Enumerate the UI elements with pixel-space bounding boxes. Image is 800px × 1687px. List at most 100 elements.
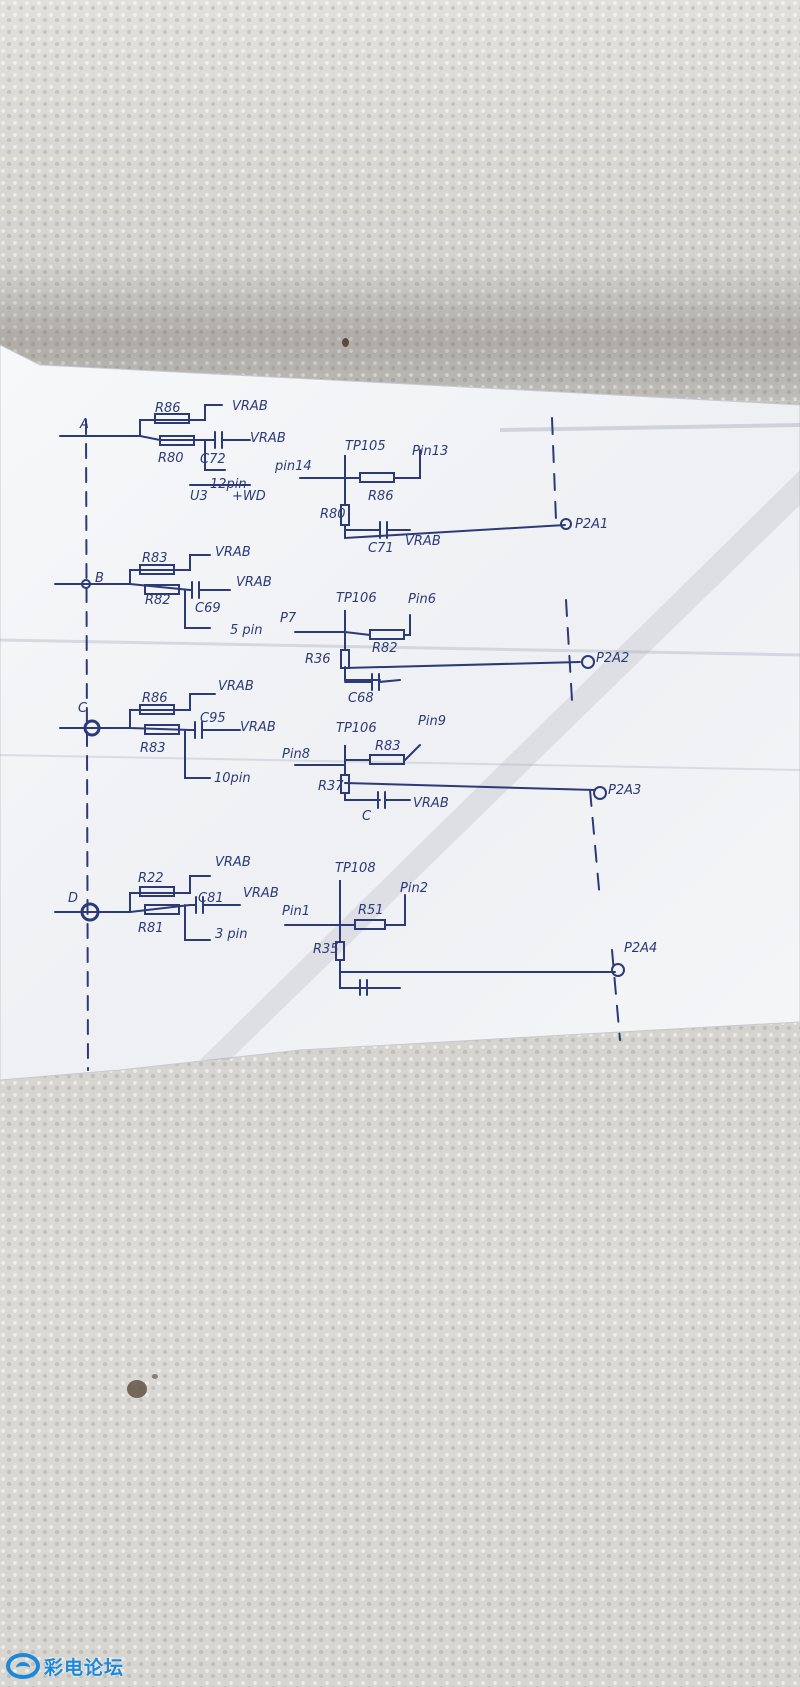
- output-p2a3: [593, 786, 607, 800]
- resistor-r83-c: [144, 724, 180, 735]
- node-a-label: A: [79, 417, 89, 432]
- section-c-tap: [294, 744, 596, 801]
- section-b-pin-left: P7: [280, 611, 297, 626]
- section-b-r-mid: R82: [372, 641, 398, 656]
- section-c-pin-left: Pin8: [282, 747, 310, 762]
- section-d-supply-cap: VRAB: [243, 886, 279, 901]
- cap-c: [344, 791, 411, 809]
- section-b-r-bottom: R82: [145, 593, 171, 608]
- resistor-mid-a: [359, 472, 395, 483]
- section-c-r-top: R86: [142, 691, 168, 706]
- section-d-cap: C81: [198, 891, 224, 906]
- section-c-r-bottom: R83: [140, 741, 166, 756]
- section-a-r-bottom: R80: [158, 451, 184, 466]
- section-d-r-vert: R35: [313, 942, 339, 957]
- section-d-r-bottom: R81: [138, 921, 164, 936]
- paper-crease: [200, 470, 800, 1060]
- section-a-pin-right: Pin13: [412, 444, 448, 459]
- section-d-tp: TP108: [335, 861, 376, 876]
- section-c-r-vert: R37: [318, 779, 344, 794]
- watermark: 彩电论坛: [6, 1650, 124, 1682]
- output-p2a1: [560, 518, 572, 530]
- section-a-cap: C72: [200, 452, 226, 467]
- section-c-wiring: [59, 693, 241, 779]
- section-a-output: P2A1: [575, 517, 608, 532]
- node-d-label: D: [68, 891, 78, 906]
- section-a-supply2: VRAB: [405, 534, 441, 549]
- section-d-pin-right: Pin2: [400, 881, 428, 896]
- section-c-supply-cap: VRAB: [240, 720, 276, 735]
- section-a-cap2: C71: [368, 541, 394, 556]
- resistor-mid-b: [369, 629, 405, 640]
- node-b: [81, 579, 91, 589]
- section-a-supply-cap: VRAB: [250, 431, 286, 446]
- section-d-pin-left: Pin1: [282, 904, 310, 919]
- section-d-output: P2A4: [624, 941, 657, 956]
- section-b-r-vert: R36: [305, 652, 331, 667]
- section-c-pin: 10pin: [214, 771, 251, 786]
- section-c-pin-right: Pin9: [418, 714, 446, 729]
- cap-d: [359, 979, 368, 996]
- paper-sheet: [0, 344, 800, 1081]
- section-a-r-vert: R80: [320, 507, 346, 522]
- resistor-r83: [139, 564, 175, 575]
- resistor-r86-c: [139, 704, 175, 715]
- resistor-r86: [154, 413, 190, 424]
- node-b-label: B: [95, 571, 104, 586]
- watermark-text: 彩电论坛: [44, 1656, 125, 1679]
- section-a-pin-left: pin14: [274, 459, 312, 474]
- section-c-supply-top: VRAB: [218, 679, 254, 694]
- watermark-logo-icon: [6, 1653, 40, 1679]
- node-d: [80, 902, 100, 922]
- resistor-r22: [139, 886, 175, 897]
- section-c-supply2: VRAB: [413, 796, 449, 811]
- section-b-supply-cap: VRAB: [236, 575, 272, 590]
- section-a-supply-top: VRAB: [232, 399, 268, 414]
- paper-crease: [0, 754, 800, 771]
- paper-crease: [499, 423, 800, 432]
- output-p2a2: [581, 655, 595, 669]
- section-c-cap2: C: [362, 809, 372, 824]
- cap-c71: [344, 521, 411, 539]
- fabric-stain: [152, 1374, 158, 1379]
- section-b-tp: TP106: [336, 591, 377, 606]
- section-a-gnd: +WD: [232, 489, 266, 504]
- section-b-cap2: C68: [348, 691, 374, 706]
- resistor-vert-d: [335, 941, 345, 961]
- section-b-pin: 5 pin: [230, 623, 263, 638]
- resistor-vert-a: [340, 504, 350, 526]
- node-c-label: C: [78, 701, 88, 716]
- cap-c68: [344, 673, 401, 691]
- resistor-mid-c: [369, 754, 405, 765]
- fabric-stain: [342, 338, 349, 347]
- resistor-vert-c: [340, 774, 350, 794]
- section-b-output: P2A2: [596, 651, 629, 666]
- section-c-r-mid: R83: [375, 739, 401, 754]
- section-b-wiring: [54, 554, 231, 629]
- section-d-supply-top: VRAB: [215, 855, 251, 870]
- section-a-r-mid: R86: [368, 489, 394, 504]
- section-b-supply-top: VRAB: [215, 545, 251, 560]
- output-p2a4: [611, 963, 625, 977]
- section-c-output: P2A3: [608, 783, 641, 798]
- fabric-stain: [127, 1380, 147, 1398]
- section-a-pin: 12pin: [210, 477, 247, 492]
- section-a-tap: [299, 449, 566, 540]
- section-a-r-top: R86: [155, 401, 181, 416]
- section-a-tp: TP105: [345, 439, 386, 454]
- section-a-wiring: [59, 404, 251, 486]
- section-b-r-top: R83: [142, 551, 168, 566]
- section-d-wiring: [54, 875, 241, 941]
- section-b-cap: C69: [195, 601, 221, 616]
- resistor-mid-d: [354, 919, 386, 930]
- section-a-chip: U3: [190, 489, 208, 504]
- node-c: [83, 719, 101, 737]
- section-d-pin: 3 pin: [215, 927, 248, 942]
- section-d-tap: [284, 880, 616, 989]
- section-c-tp: TP106: [336, 721, 377, 736]
- section-c-cap: C95: [200, 711, 226, 726]
- resistor-r81: [144, 904, 180, 915]
- section-b-pin-right: Pin6: [408, 592, 436, 607]
- section-d-r-mid: R51: [358, 903, 384, 918]
